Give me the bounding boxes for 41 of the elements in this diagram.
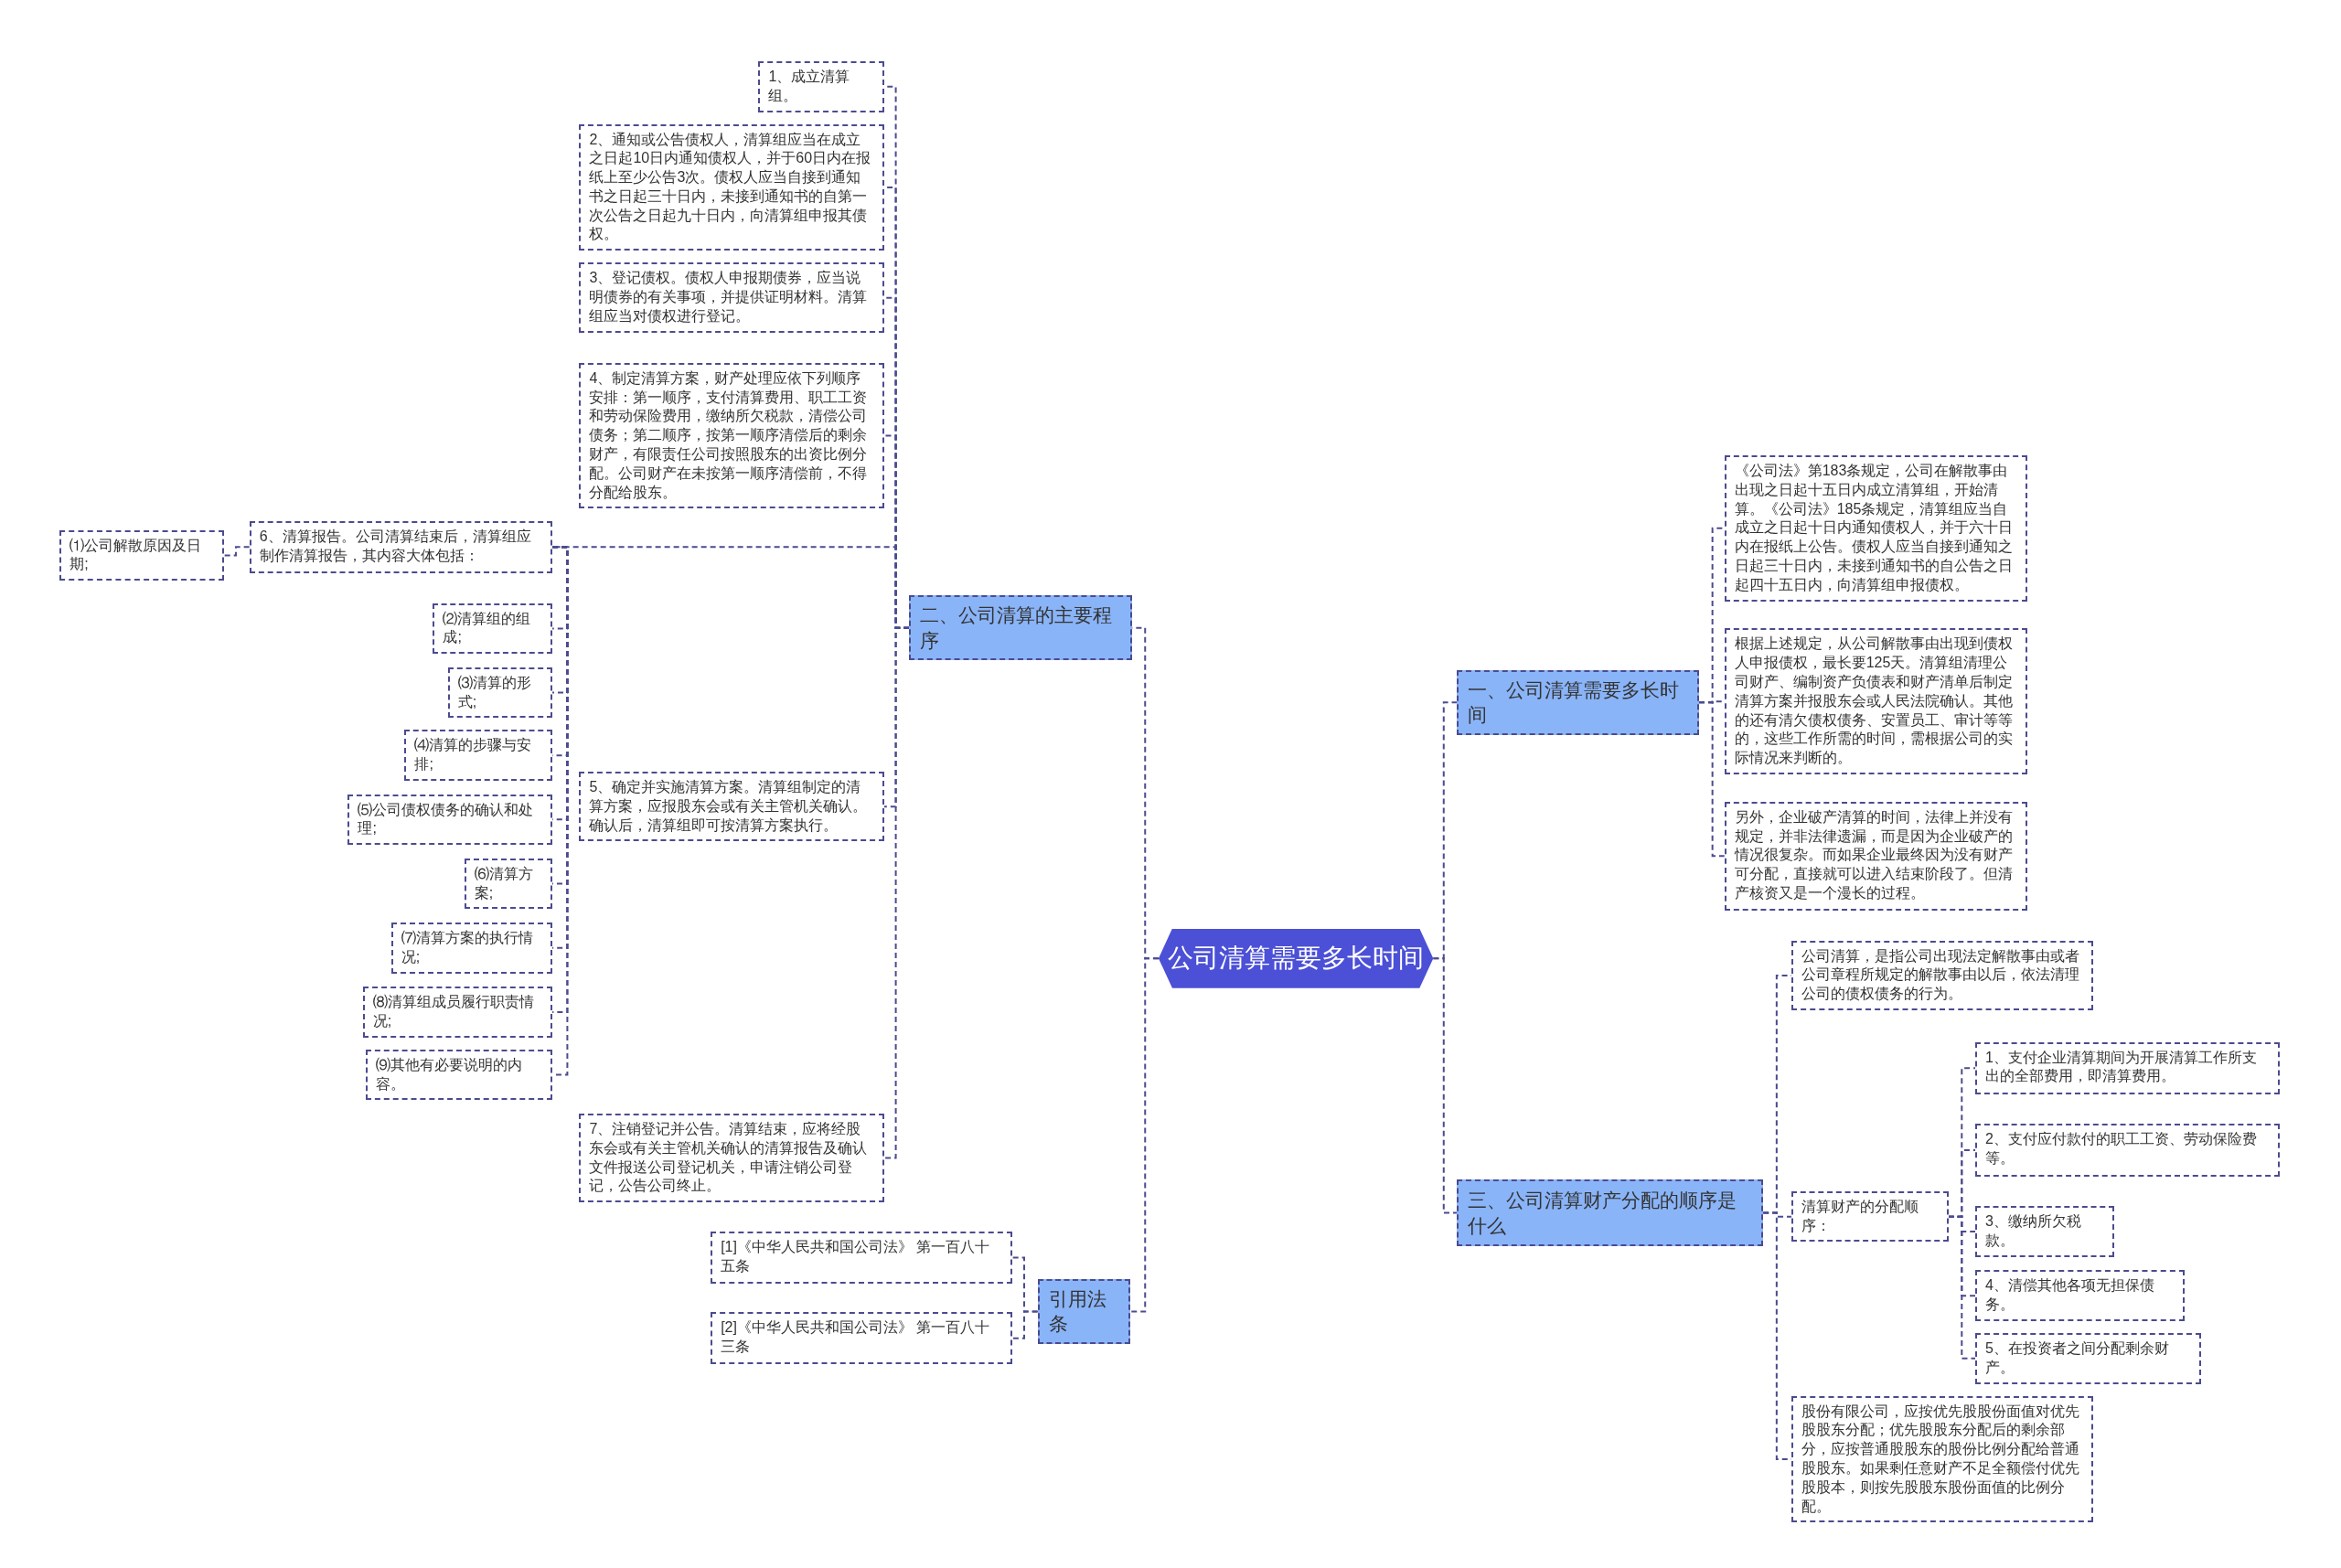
text-box: ⑷清算的步骤与安排; xyxy=(404,730,553,781)
text-box: [1]《中华人民共和国公司法》 第一百八十五条 xyxy=(711,1231,1012,1285)
text-box: ⑶清算的形式; xyxy=(447,667,553,719)
text-box: 5、确定并实施清算方案。清算组制定的清算方案，应报股东会或有关主管机关确认。确认后，清算组即可按清算方案执行。 xyxy=(579,772,884,842)
text-box: 2、支付应付款付的职工工资、劳动保险费等。 xyxy=(1975,1124,2281,1177)
topic-box: 一、公司清算需要多长时间 xyxy=(1457,670,1699,735)
text-box: 公司清算，是指公司出现法定解散事由或者公司章程所规定的解散事由以后，依法清理公司的债权债务的行为。 xyxy=(1791,940,2093,1011)
text-box: 另外，企业破产清算的时间，法律上并没有规定，并非法律遗漏，而是因为企业破产的情况很复杂。而如果企业最终因为没有财产可分配，直接就可以进入结束阶段了。但清产核资又是一个漫长的过程。 xyxy=(1724,801,2028,911)
connector-line xyxy=(1432,957,1459,1214)
central-topic: 公司清算需要多长时间 xyxy=(1158,928,1434,988)
text-box: ⑵清算组的组成; xyxy=(433,603,553,655)
text-box: 6、清算报告。公司清算结束后，清算组应制作清算报告，其内容大体包括： xyxy=(249,520,553,573)
text-box: 股份有限公司，应按优先股股份面值对优先股股东分配；优先股股东分配后的剩余部分，应按普通股股东的股份比例分配给普通股股东。如果剩任意财产不足全额偿付优先股股本，则按先股股东股份面值的比例分配。 xyxy=(1791,1395,2093,1523)
connector-line xyxy=(882,626,911,1159)
connector-line xyxy=(222,546,251,557)
connector-line xyxy=(1947,1215,1976,1360)
text-box: 3、登记债权。债权人申报期债券，应当说明债券的有关事项，并提供证明材料。清算组应当对债权进行登记。 xyxy=(579,262,884,334)
text-box: [2]《中华人民共和国公司法》 第一百八十三条 xyxy=(711,1312,1012,1365)
text-box: 清算财产的分配顺序： xyxy=(1791,1190,1949,1243)
connector-line xyxy=(1128,957,1160,1313)
text-box: 1、支付企业清算期间为开展清算工作所支出的全部费用，即清算费用。 xyxy=(1975,1041,2281,1094)
text-box: 2、通知或公告债权人，清算组应当在成立之日起10日内通知债权人，并于60日内在报纸上至少公告3次。债权人应当自接到通知书之日起三十日内，未接到通知书的自第一次公告之日起九十日内，向清算组申报其债权。 xyxy=(579,123,884,251)
text-box: ⑹清算方案; xyxy=(464,858,553,910)
text-box: 根据上述规定，从公司解散事由出现到债权人申报债权，最长要125天。清算组清理公司财产、编制资产负债表和财产清单后制定清算方案并报股东会或人民法院确认。其他的还有清欠债权债务、安置员工、审计等等的，这些工作所需的时间，需根据公司的实际情况来判断的。 xyxy=(1724,628,2028,774)
text-box: ⑸公司债权债务的确认和处理; xyxy=(347,794,553,846)
text-box: 《公司法》第183条规定，公司在解散事由出现之日起十五日内成立清算组，开始清算。《公司法》185条规定，清算组应当自成立之日起十日内通知债权人，并于六十日内在报纸上公告。债权人应当自接到通知之日起三十日内，未接到通知书的自公告之日起四十五日内，向清算组申报债权。 xyxy=(1724,454,2028,602)
text-box: ⑴公司解散原因及日期; xyxy=(59,529,224,581)
topic-box: 引用法条 xyxy=(1037,1279,1130,1344)
text-box: 4、制定清算方案，财产处理应依下列顺序安排：第一顺序，支付清算费用、职工工资和劳动保险费用，缴纳所欠税款，清偿公司债务；第二顺序，按第一顺序清偿后的剩余财产，有限责任公司按照股东的出资比例分配。公司财产在未按第一顺序清偿前，不得分配给股东。 xyxy=(579,362,884,509)
connector-line xyxy=(1010,1310,1039,1339)
text-box: 1、成立清算组。 xyxy=(758,60,884,112)
topic-box: 三、公司清算财产分配的顺序是什么 xyxy=(1457,1179,1764,1247)
text-box: ⑺清算方案的执行情况; xyxy=(390,922,553,974)
text-box: 4、清偿其他各项无担保债务。 xyxy=(1975,1270,2185,1321)
text-box: 3、缴纳所欠税款。 xyxy=(1975,1206,2114,1257)
text-box: 7、注销登记并公告。清算结束，应将经股东会或有关主管机关确认的清算报告及确认文件报送公司登记机关，申请注销公司登记，公告公司终止。 xyxy=(579,1113,884,1203)
text-box: ⑻清算组成员履行职责情况; xyxy=(362,987,553,1038)
text-box: ⑼其他有必要说明的内容。 xyxy=(366,1049,553,1101)
topic-box: 二、公司清算的主要程序 xyxy=(909,595,1132,660)
text-box: 5、在投资者之间分配剩余财产。 xyxy=(1975,1332,2201,1384)
connector-line xyxy=(1697,701,1726,858)
